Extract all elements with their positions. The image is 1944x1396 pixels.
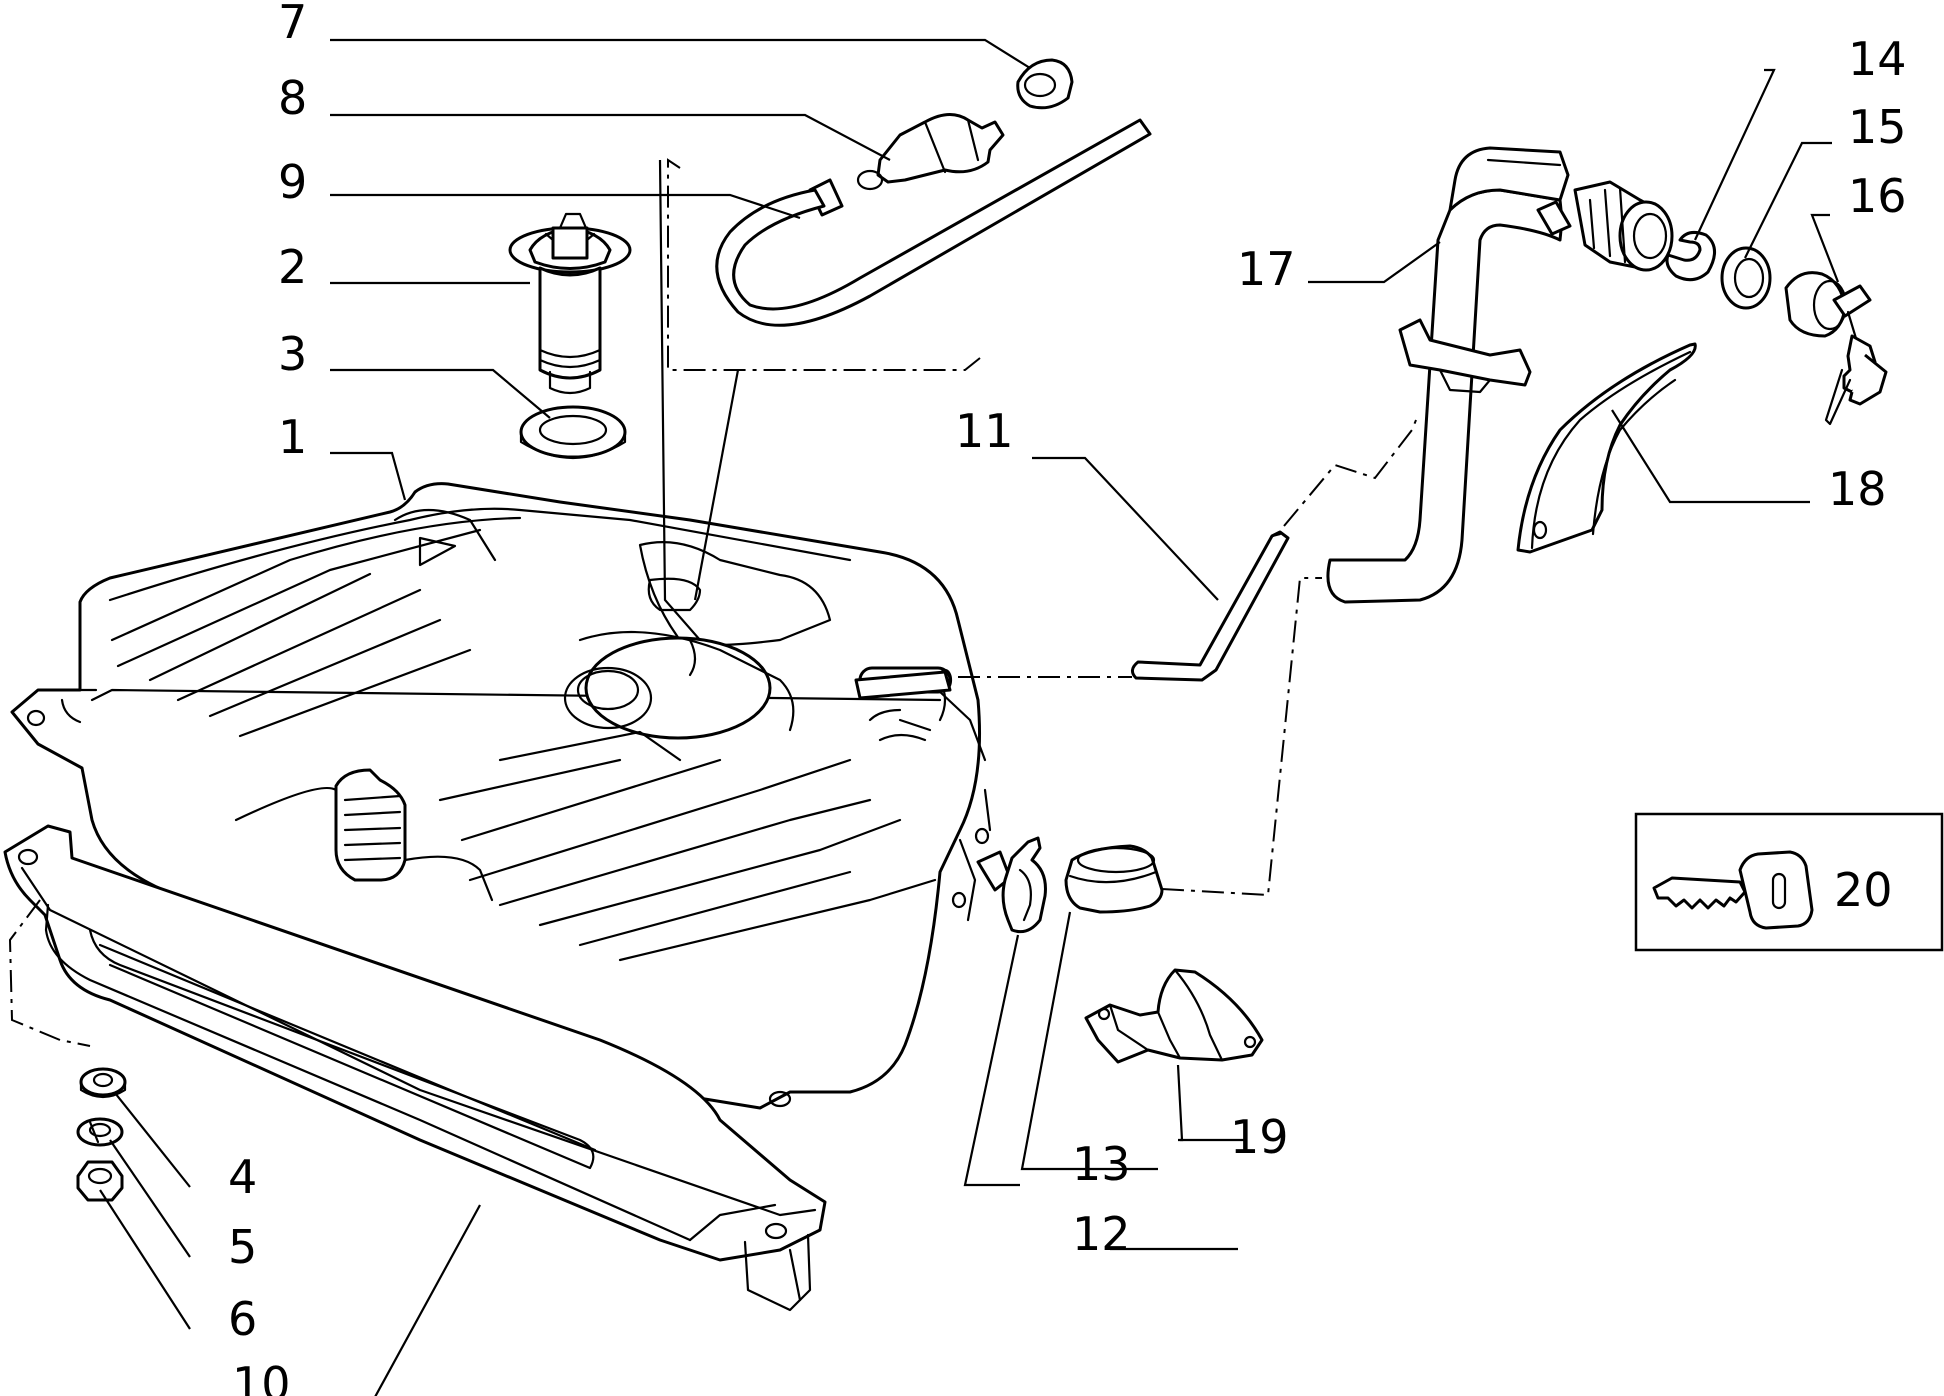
filler-pipe	[1326, 146, 1570, 604]
key-icon	[1652, 850, 1814, 930]
vent-cap	[1016, 58, 1074, 110]
callout-9: 9	[278, 155, 307, 209]
connection-line-pipe-filler	[1283, 414, 1419, 527]
callout-11: 11	[955, 404, 1014, 458]
callout-14: 14	[1848, 32, 1907, 86]
washer-spring	[76, 1117, 124, 1147]
mounting-strap	[3, 824, 827, 1312]
connection-line-filler-bush	[1161, 577, 1322, 897]
callout-10: 10	[232, 1357, 291, 1396]
fuel-sender-unit	[508, 212, 632, 395]
callout-13: 13	[1072, 1137, 1131, 1191]
seal-ring	[1720, 246, 1772, 310]
connection-line-vent	[667, 158, 981, 371]
nut	[76, 1160, 124, 1202]
vent-pipe	[1131, 530, 1290, 682]
callout-4: 4	[228, 1150, 257, 1204]
vent-hose	[715, 118, 1152, 327]
callout-20: 20	[1834, 863, 1893, 917]
vent-valve	[856, 113, 1005, 191]
strap-fastener-line	[8, 899, 91, 1047]
callout-8: 8	[278, 71, 307, 125]
filler-cap-with-lock	[1784, 271, 1888, 426]
callout-16: 16	[1848, 169, 1907, 223]
heat-shield	[1084, 968, 1264, 1064]
callout-17: 17	[1237, 242, 1296, 296]
callout-7: 7	[278, 0, 307, 49]
callout-15: 15	[1848, 100, 1907, 154]
washer-flat	[79, 1067, 127, 1099]
callout-1: 1	[278, 410, 307, 464]
filler-bracket	[1516, 342, 1697, 554]
callout-6: 6	[228, 1292, 257, 1346]
filler-bush	[1064, 844, 1164, 914]
sender-seal-ring	[519, 405, 627, 459]
callout-12: 12	[1072, 1207, 1131, 1261]
callout-3: 3	[278, 327, 307, 381]
hose-clamp	[976, 836, 1047, 934]
callout-19: 19	[1230, 1110, 1289, 1164]
callout-2: 2	[278, 240, 307, 294]
callout-18: 18	[1828, 462, 1887, 516]
tank-outlet-nipple	[854, 670, 952, 700]
callout-5: 5	[228, 1220, 257, 1274]
key-inset-panel	[1634, 812, 1944, 952]
leader-lines	[99, 38, 1840, 1396]
fuel-tank	[10, 482, 992, 1110]
filler-neck	[1536, 180, 1674, 272]
circlip	[1665, 230, 1716, 282]
callout-labels: 1 2 3 4 5 6 7 8 9 10 11 12 13 14 15 16 1…	[228, 0, 1907, 1396]
